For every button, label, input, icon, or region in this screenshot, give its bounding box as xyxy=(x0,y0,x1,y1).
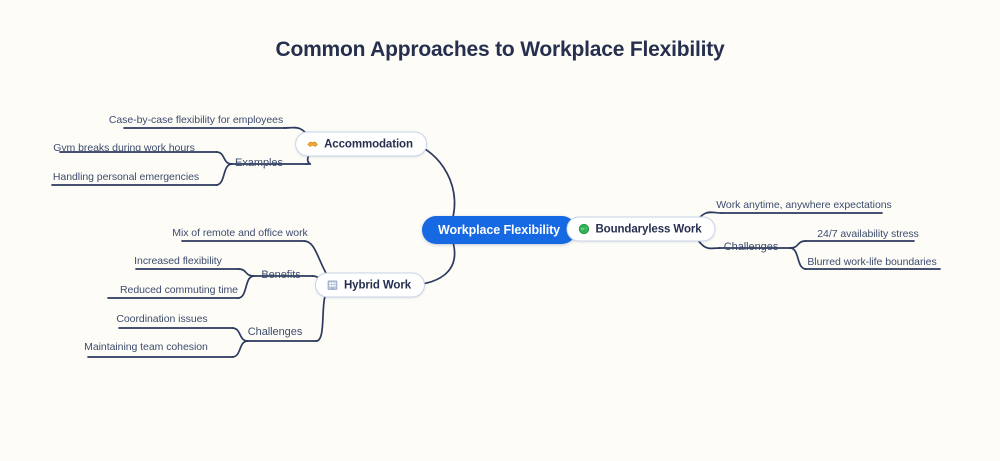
leaf-gym-breaks[interactable]: Gym breaks during work hours xyxy=(53,142,195,154)
globe-icon xyxy=(577,223,590,236)
leaf-availability-stress[interactable]: 24/7 availability stress xyxy=(817,228,919,240)
leaf-coordination-issues[interactable]: Coordination issues xyxy=(116,313,208,325)
leaf-blurred-work-life-boundaries[interactable]: Blurred work-life boundaries xyxy=(807,256,937,268)
link-hybchal-leaf1 xyxy=(231,327,249,342)
leaf-case-by-case-flexibility[interactable]: Case-by-case flexibility for employees xyxy=(108,114,284,126)
group-label-boundaryless-challenges[interactable]: Challenges xyxy=(723,241,779,253)
branch-node-hybrid-work[interactable]: Hybrid Work xyxy=(314,272,426,298)
branch-label-boundaryless-work: Boundaryless Work xyxy=(595,223,702,235)
group-label-examples[interactable]: Examples xyxy=(235,157,283,169)
link-examples-leaf1 xyxy=(215,151,233,165)
link-bndchal-leaf1 xyxy=(789,240,807,249)
leaf-reduced-commuting-time[interactable]: Reduced commuting time xyxy=(120,284,238,296)
branch-node-accommodation[interactable]: Accommodation xyxy=(295,131,427,157)
leaf-work-anytime-anywhere[interactable]: Work anytime, anywhere expectations xyxy=(716,199,892,211)
group-label-hybrid-challenges[interactable]: Challenges xyxy=(247,326,303,338)
link-benefits-leaf2 xyxy=(237,275,255,299)
link-benefits-leaf1 xyxy=(237,268,255,277)
link-examples-leaf2 xyxy=(215,163,233,186)
leaf-handling-personal-emergencies[interactable]: Handling personal emergencies xyxy=(52,171,200,183)
link-hybchal-leaf2 xyxy=(231,340,249,358)
office-building-icon xyxy=(326,279,339,292)
leaf-maintaining-team-cohesion[interactable]: Maintaining team cohesion xyxy=(84,341,208,353)
link-hyb-to-challenges xyxy=(315,289,331,342)
root-node-label: Workplace Flexibility xyxy=(437,223,561,237)
group-label-benefits[interactable]: Benefits xyxy=(261,269,301,281)
leaf-mix-remote-office[interactable]: Mix of remote and office work xyxy=(172,227,308,239)
root-node[interactable]: Workplace Flexibility xyxy=(421,216,577,244)
link-bndchal-leaf2 xyxy=(789,247,807,270)
leaf-increased-flexibility[interactable]: Increased flexibility xyxy=(134,255,222,267)
branch-label-hybrid-work: Hybrid Work xyxy=(343,279,412,291)
branch-label-accommodation: Accommodation xyxy=(324,138,413,150)
handshake-icon xyxy=(306,138,319,151)
page-title: Common Approaches to Workplace Flexibili… xyxy=(275,38,725,61)
branch-node-boundaryless-work[interactable]: Boundaryless Work xyxy=(566,216,716,242)
